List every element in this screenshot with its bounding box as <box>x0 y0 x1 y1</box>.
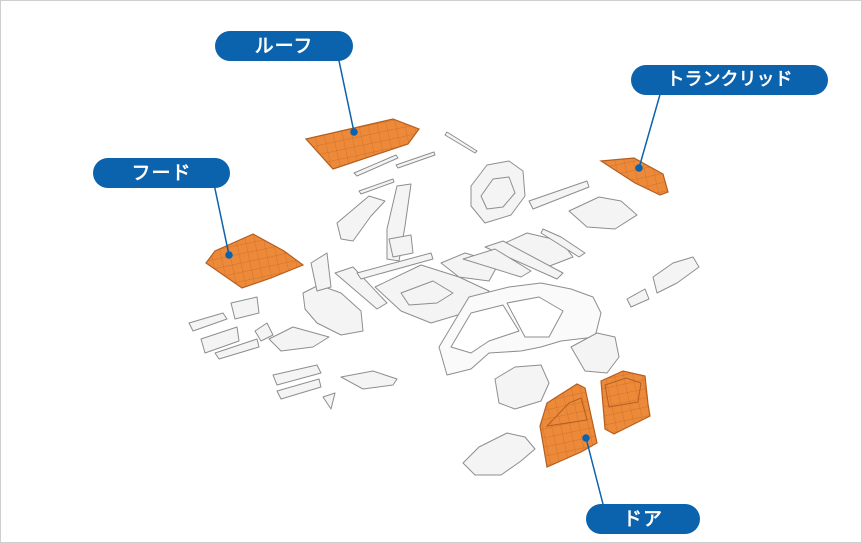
roof-leader-dot <box>350 128 358 136</box>
roof-header-part <box>395 151 436 169</box>
hood-label: フード <box>93 158 230 188</box>
roof-bow-part <box>358 178 395 195</box>
rear-bracket <box>626 288 650 308</box>
cowl-part <box>334 266 388 310</box>
front-door-opening <box>450 304 520 354</box>
front-crossmember <box>340 370 398 390</box>
front-door-inner <box>494 364 550 410</box>
small-bracket <box>322 392 336 410</box>
roof-leader-line <box>337 55 355 133</box>
front-fender-part <box>462 432 536 476</box>
front-side-member <box>188 312 228 332</box>
rear-side-rail <box>484 240 564 280</box>
trunk-leader-line <box>638 90 662 169</box>
hood-leader-dot <box>225 251 233 259</box>
rear-crossmember <box>540 228 586 258</box>
rear-door-opening <box>506 296 564 338</box>
rear-wheelhouse-inner <box>480 176 516 210</box>
front-side-member <box>200 326 240 354</box>
door-leader-line <box>585 437 605 509</box>
rear-floor-part <box>568 196 638 230</box>
door-leader-dot <box>582 434 590 442</box>
roof-panel <box>304 118 420 170</box>
front-bracket <box>230 296 260 320</box>
rear-door-panel <box>600 370 651 435</box>
door-label: ドア <box>586 504 700 534</box>
rear-rail-part <box>528 180 590 210</box>
dash-panel-part <box>302 284 364 336</box>
front-lower-member <box>276 378 322 400</box>
roof-rail-part <box>444 131 478 154</box>
front-door-panel <box>539 383 598 468</box>
rear-door-inner <box>570 332 620 374</box>
front-lower-member <box>272 364 322 386</box>
front-bracket <box>254 322 274 342</box>
trunk-leader-dot <box>635 164 643 172</box>
pillar-reinforcement <box>388 234 414 258</box>
rear-quarter-part <box>652 256 700 294</box>
front-side-member <box>214 338 260 360</box>
front-apron-part <box>310 252 332 292</box>
trunk-lid-label: トランクリッド <box>631 65 828 95</box>
trunk-lid-panel <box>599 157 669 196</box>
apron-member <box>268 326 330 352</box>
roof-rail-part <box>353 154 399 177</box>
hood-leader-line <box>213 183 230 256</box>
a-pillar-part <box>336 195 386 242</box>
roof-label: ルーフ <box>215 31 353 61</box>
hood-panel <box>205 233 305 289</box>
rocker-part <box>462 248 532 278</box>
floor-crossmember <box>356 252 434 280</box>
floor-tunnel <box>400 280 454 306</box>
